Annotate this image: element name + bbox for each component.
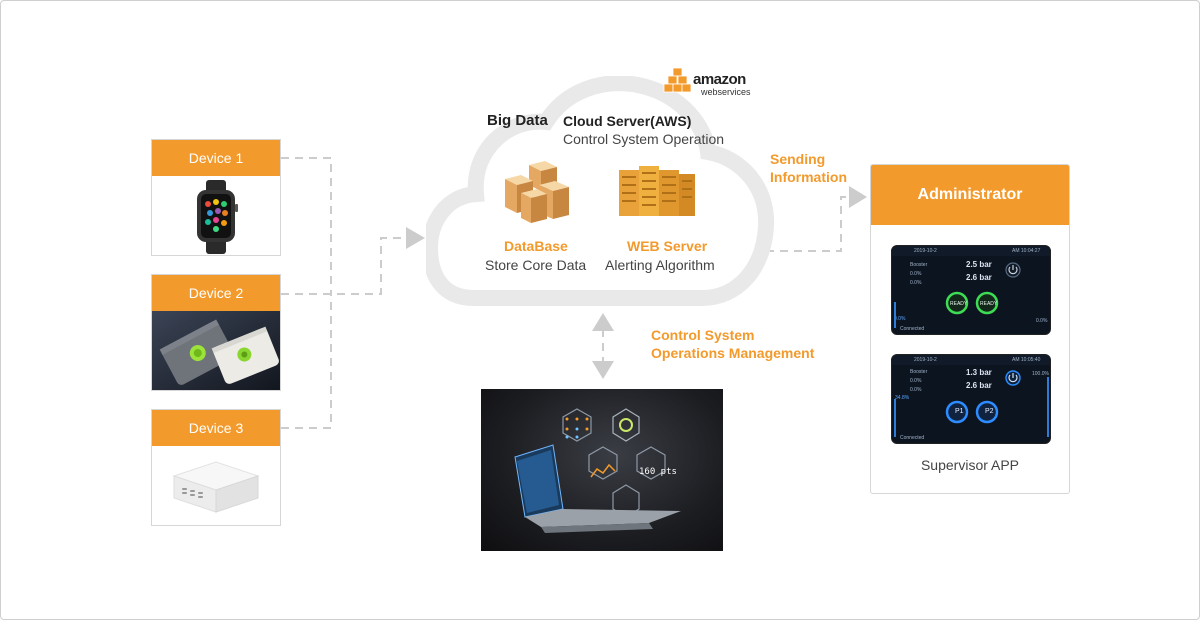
screen2-status: Connected <box>900 435 925 441</box>
screen1-status-bar <box>892 246 1050 256</box>
device-label-2: Device 2 <box>152 275 280 311</box>
connector-device3 <box>281 294 332 429</box>
screen2-row-1: Booster <box>910 369 928 375</box>
screen1-value-2: 2.6 bar <box>966 273 992 282</box>
screen1-time: AM 10:04:27 <box>1012 248 1041 254</box>
screen2-badge-2: P2 <box>985 408 994 415</box>
big-data-label: Big Data <box>487 112 548 129</box>
arrow-up <box>592 313 614 331</box>
screen1-level-bar <box>894 302 896 328</box>
laptop-graphic <box>514 408 681 533</box>
tag-device-icon <box>152 311 280 390</box>
device-card-2: Device 2 <box>151 274 281 391</box>
sending-label-2: Information <box>770 169 847 185</box>
device-label-3: Device 3 <box>152 410 280 446</box>
laptop-readout: 160 pts <box>639 467 677 477</box>
screen1-row-3: 0.0% <box>910 280 922 286</box>
screen1-ready-indicators <box>945 291 999 315</box>
screen1-badge-2: READY <box>980 301 998 307</box>
app-screen-2: 2019-10-2 AM 10:05:40 Booster 0.0% 0.0% … <box>891 354 1051 444</box>
screen2-row-3: 0.0% <box>910 387 922 393</box>
connector-device2 <box>281 237 406 295</box>
screen2-status-bar <box>892 355 1050 365</box>
cloud-server-subtitle: Control System Operation <box>563 131 725 147</box>
screen1-pct-left: 0.0% <box>894 316 906 322</box>
screen1-value-1: 2.5 bar <box>966 260 992 269</box>
aws-boxes-icon <box>663 67 692 93</box>
control-label-2: Operations Management <box>651 345 815 361</box>
cloud-server-title: Cloud Server(AWS) <box>563 113 692 129</box>
database-subtitle: Store Core Data <box>485 257 587 273</box>
screen2-time: AM 10:05:40 <box>1012 357 1041 363</box>
smartwatch-icon <box>197 180 238 254</box>
screen2-pct-right: 100.0% <box>1032 371 1049 377</box>
connector-device1 <box>281 157 332 294</box>
screen1-row-2: 0.0% <box>910 271 922 277</box>
screen1-row-1: Booster <box>910 262 928 268</box>
screen2-power-icon <box>1005 370 1021 386</box>
screen1-badge-1: READY <box>950 301 968 307</box>
screen2-pct-left: 34.8% <box>895 395 910 401</box>
hub-device-icon <box>172 461 260 513</box>
aws-logo-subtext: webservices <box>701 87 751 97</box>
device-label-1: Device 1 <box>152 140 280 176</box>
screen2-value-1: 1.3 bar <box>966 368 992 377</box>
screen2-level-bar-right <box>1047 377 1049 437</box>
laptop-image: 160 pts <box>481 389 723 551</box>
administrator-panel: Administrator 2019-10-2 AM 10:04:27 Boos… <box>870 164 1070 494</box>
screen2-date: 2019-10-2 <box>914 357 937 363</box>
supervisor-app-caption: Supervisor APP <box>920 457 1020 473</box>
screen1-power-icon <box>1005 262 1021 278</box>
screen1-pct-right: 0.0% <box>1036 318 1048 324</box>
screen2-row-2: 0.0% <box>910 378 922 384</box>
aws-logo-text: amazon <box>693 71 746 88</box>
web-server-title: WEB Server <box>627 238 708 254</box>
database-title: DataBase <box>504 238 568 254</box>
web-server-subtitle: Alerting Algorithm <box>605 257 715 273</box>
arrow-down <box>592 361 614 379</box>
connector-cloud-admin <box>766 196 849 252</box>
arrow-to-admin <box>849 186 867 208</box>
screen1-status: Connected <box>900 326 925 332</box>
screen2-pump-indicators <box>945 400 999 424</box>
cloud-shape <box>426 76 775 306</box>
screen1-date: 2019-10-2 <box>914 248 937 254</box>
screen2-badge-1: P1 <box>955 408 964 415</box>
administrator-title: Administrator <box>871 165 1069 225</box>
web-server-icon <box>619 166 695 216</box>
app-screen-1: 2019-10-2 AM 10:04:27 Booster 0.0% 0.0% … <box>891 245 1051 335</box>
sending-label-1: Sending <box>770 151 826 167</box>
arrow-to-cloud <box>406 227 425 249</box>
device-card-1: Device 1 <box>151 139 281 256</box>
database-icon <box>505 161 569 223</box>
screen2-value-2: 2.6 bar <box>966 381 992 390</box>
device-card-3: Device 3 <box>151 409 281 526</box>
screen2-level-bar-left <box>894 399 896 437</box>
control-label-1: Control System <box>651 327 755 343</box>
